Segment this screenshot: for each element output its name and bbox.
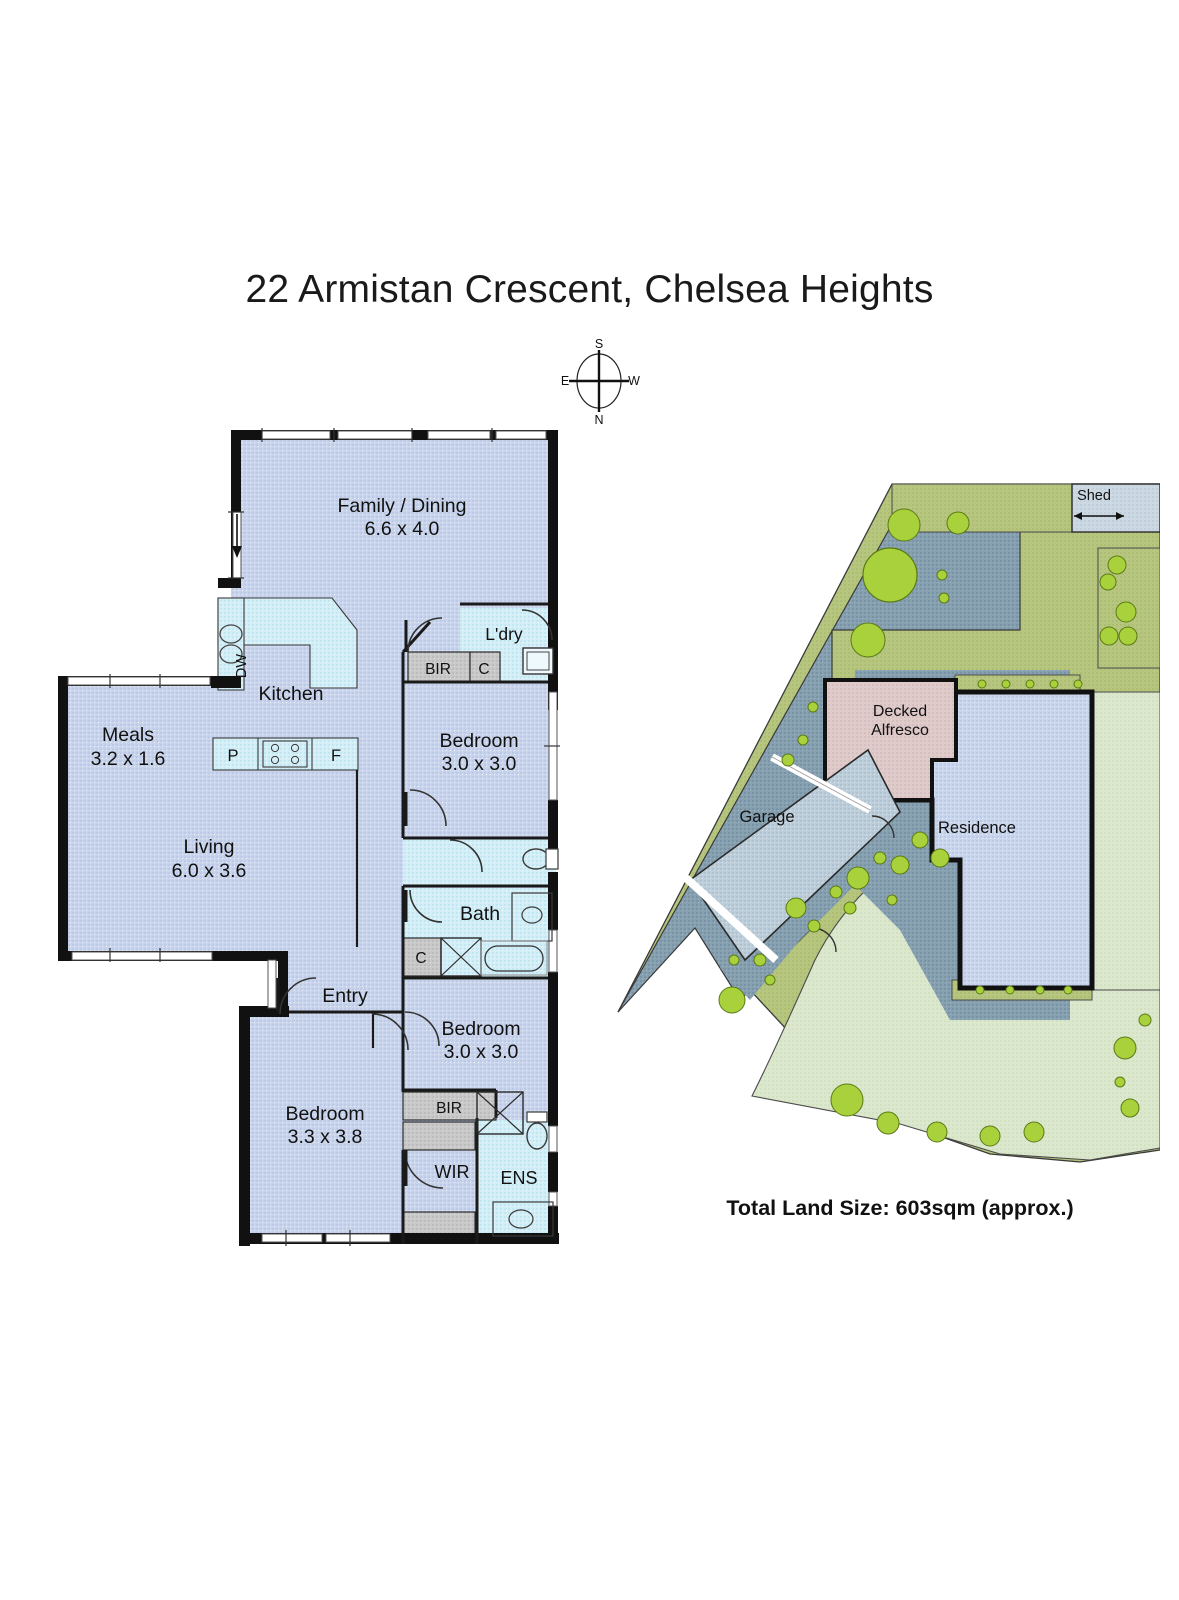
label-bath: Bath [460, 903, 500, 925]
label-ens: ENS [500, 1168, 537, 1188]
shower-bath [440, 937, 548, 977]
label-pantry: P [227, 747, 238, 765]
fixture-labels: DW P F BIR C C BIR [227, 654, 489, 1117]
label-laundry: L'dry [485, 624, 523, 644]
garage-building [688, 748, 901, 962]
label-family-dining: Family / Dining [338, 495, 467, 517]
site-plan-drawing: Garage Residence Decked Alfresco Shed [617, 483, 1160, 1163]
label-meals-dims: 3.2 x 1.6 [91, 748, 166, 770]
bathtub [484, 945, 544, 972]
label-bedroom-1: Bedroom [285, 1103, 364, 1125]
label-linen-bath: C [415, 950, 426, 967]
land-size-text: Total Land Size: 603sqm (approx.) [726, 1196, 1074, 1220]
ens-toilet [526, 1122, 548, 1150]
ens-fixtures [476, 1091, 554, 1237]
label-bedroom-3: Bedroom [441, 1018, 520, 1040]
wir-shelf-upper [402, 1121, 476, 1151]
label-living-dims: 6.0 x 3.6 [172, 860, 247, 882]
linen-laundry-box [469, 651, 501, 683]
compass-rose: S N E W [553, 336, 645, 426]
label-residence: Residence [938, 819, 1016, 837]
house-floor-fill [58, 430, 556, 1244]
label-bir-bedroom1: BIR [436, 1100, 462, 1117]
toilet-bath [522, 848, 559, 870]
page-title: 22 Armistan Crescent, Chelsea Heights [245, 268, 934, 311]
bir-bedroom2-box [407, 651, 471, 683]
internal-walls [289, 602, 548, 1244]
label-family-dining-dims: 6.6 x 4.0 [365, 518, 440, 540]
compass-label-bottom: N [594, 413, 603, 426]
shed-building [1071, 483, 1160, 533]
compass-label-left: E [561, 374, 569, 388]
label-kitchen: Kitchen [258, 683, 323, 705]
laundry-trough [522, 647, 554, 675]
label-entry: Entry [322, 985, 368, 1007]
door-leaves [276, 620, 408, 1186]
label-alfresco: Alfresco [871, 722, 929, 739]
right-green-band [1089, 691, 1160, 991]
shed-arrow [1074, 512, 1124, 520]
sink-bowl-1 [219, 624, 243, 644]
kitchen-fixtures [219, 624, 313, 770]
label-wir: WIR [435, 1162, 470, 1182]
linen-bath-box [402, 937, 442, 977]
label-bedroom-1-dims: 3.3 x 3.8 [288, 1126, 363, 1148]
ens-vanity [492, 1201, 554, 1237]
label-meals: Meals [102, 724, 154, 746]
window-mullions [109, 428, 560, 1246]
label-fridge: F [331, 747, 341, 765]
label-linen-laundry: C [478, 661, 489, 678]
label-dw: DW [234, 654, 250, 678]
label-bedroom-2-dims: 3.0 x 3.0 [442, 753, 517, 775]
label-shed: Shed [1077, 488, 1111, 504]
trees [718, 508, 1152, 1147]
sink-bowl-2 [219, 644, 243, 664]
wet-area-fills [212, 597, 556, 1244]
cooktop [262, 740, 308, 768]
bir-bedroom1-box [402, 1091, 497, 1121]
ens-shower [476, 1091, 524, 1135]
room-labels: Family / Dining 6.6 x 4.0 Kitchen Meals … [91, 495, 538, 1188]
label-bedroom-2: Bedroom [439, 730, 518, 752]
compass-label-right: W [628, 374, 640, 388]
floor-plan-drawing: Family / Dining 6.6 x 4.0 Kitchen Meals … [58, 428, 560, 1246]
label-garage: Garage [739, 808, 794, 826]
label-bedroom-3-dims: 3.0 x 3.0 [444, 1041, 519, 1063]
robe-fills [402, 651, 501, 1243]
compass-label-top: S [595, 337, 603, 351]
label-bir-bedroom2: BIR [425, 661, 451, 678]
label-living: Living [184, 836, 235, 858]
label-decked: Decked [873, 703, 927, 720]
windows [67, 430, 558, 1243]
door-swings [279, 609, 553, 1189]
sliding-door-arrow [232, 514, 242, 558]
